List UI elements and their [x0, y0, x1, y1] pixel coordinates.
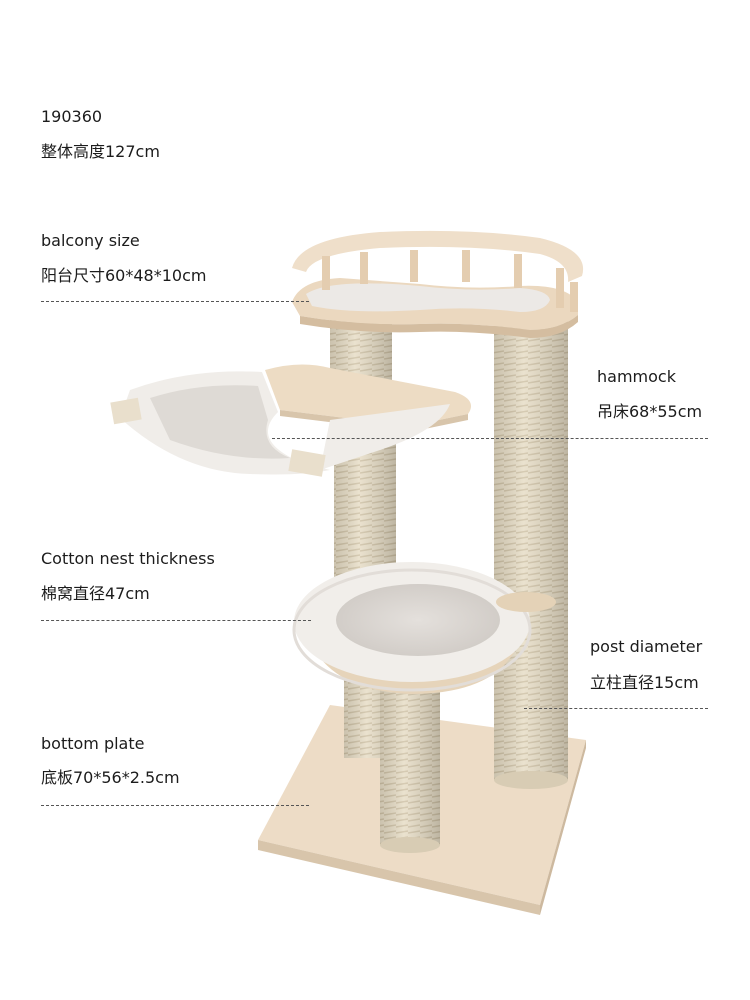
post-right-image — [494, 318, 568, 789]
hammock-value: 吊床68*55cm — [597, 402, 703, 421]
hammock-title: hammock — [597, 367, 676, 386]
bottom-plate-title: bottom plate — [41, 734, 145, 753]
post-leader-line — [524, 708, 708, 709]
balcony-image — [292, 230, 584, 338]
post-diameter-value: 立柱直径15cm — [590, 673, 699, 692]
post-lower-image — [344, 680, 440, 853]
nest-image — [292, 562, 532, 694]
bottom-plate-leader-line — [41, 805, 309, 806]
hammock-leader-line — [272, 438, 708, 439]
hammock-image — [110, 364, 472, 477]
overall-height-label: 整体高度127cm — [41, 142, 160, 161]
balcony-leader-line — [41, 301, 309, 302]
nest-title: Cotton nest thickness — [41, 549, 215, 568]
balcony-size-value: 阳台尺寸60*48*10cm — [41, 266, 207, 285]
balcony-size-title: balcony size — [41, 231, 140, 250]
bottom-plate-value: 底板70*56*2.5cm — [41, 768, 180, 787]
post-ring-image — [496, 592, 556, 612]
post-diameter-title: post diameter — [590, 637, 703, 656]
nest-value: 棉窝直径47cm — [41, 584, 150, 603]
nest-leader-line — [41, 620, 311, 621]
product-code: 190360 — [41, 107, 103, 126]
